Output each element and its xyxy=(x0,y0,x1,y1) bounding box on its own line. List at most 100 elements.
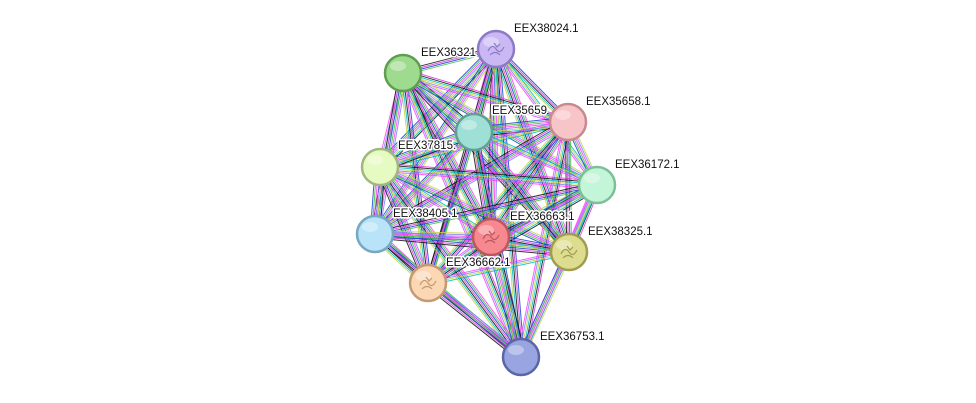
edge-evidence-line xyxy=(403,72,523,357)
edge-evidence-line xyxy=(376,45,493,164)
edge-evidence-line xyxy=(427,121,569,284)
edge-evidence-line xyxy=(487,237,519,358)
node-eex36663-1[interactable] xyxy=(471,217,511,257)
edge-evidence-line xyxy=(379,168,597,188)
edge-n4-n6[interactable] xyxy=(472,129,599,188)
edge-n8-n11[interactable] xyxy=(485,235,527,359)
edge-evidence-line xyxy=(374,182,597,233)
node-circle[interactable] xyxy=(501,337,541,377)
edge-n2-n10[interactable] xyxy=(399,72,432,284)
edge-evidence-line xyxy=(381,163,571,250)
edge-evidence-line xyxy=(376,133,477,237)
edge-evidence-line xyxy=(492,236,524,357)
node-circle[interactable] xyxy=(577,165,617,205)
edge-evidence-line xyxy=(380,165,598,185)
node-circle[interactable] xyxy=(360,147,400,187)
edge-evidence-line xyxy=(374,234,569,254)
edge-evidence-line xyxy=(524,122,573,358)
node-eex38024-1[interactable] xyxy=(476,29,516,69)
edge-n4-n10[interactable] xyxy=(425,131,477,284)
node-circle[interactable] xyxy=(454,112,494,152)
node-label: EEX36753.1 xyxy=(540,331,605,343)
node-eex36662-1[interactable] xyxy=(408,263,448,303)
edge-evidence-line xyxy=(400,73,427,284)
node-circle[interactable] xyxy=(355,214,395,254)
edge-evidence-line xyxy=(380,164,598,184)
edge-evidence-line xyxy=(381,164,493,236)
edge-n4-n9[interactable] xyxy=(469,128,574,256)
edge-evidence-line xyxy=(404,72,431,283)
edge-evidence-line xyxy=(379,167,597,187)
node-eex36172-1[interactable] xyxy=(577,165,617,205)
node-eex36753-1[interactable] xyxy=(501,337,541,377)
node-highlight xyxy=(390,61,406,71)
edge-evidence-line xyxy=(372,129,473,233)
labels-layer: EEX38024.1EEX36321EEX35658.1EEX35659EEX3… xyxy=(392,22,682,345)
node-eex38325-1[interactable] xyxy=(549,232,589,272)
edge-evidence-line xyxy=(425,285,519,361)
edge-evidence-line xyxy=(374,235,569,255)
edge-evidence-line xyxy=(490,236,522,358)
edge-n9-n10[interactable] xyxy=(427,249,570,286)
edge-evidence-line xyxy=(429,280,523,356)
edge-n5-n8[interactable] xyxy=(378,164,493,240)
edge-n6-n7[interactable] xyxy=(374,182,598,237)
edge-evidence-line xyxy=(474,129,599,184)
edge-evidence-line xyxy=(472,133,597,188)
node-label: EEX36172.1 xyxy=(615,159,680,171)
edge-evidence-line xyxy=(405,72,432,283)
edge-n7-n9[interactable] xyxy=(374,229,570,257)
edge-evidence-line xyxy=(493,50,596,187)
edge-evidence-line xyxy=(426,181,596,281)
edge-evidence-line xyxy=(523,253,573,359)
edge-evidence-line xyxy=(402,73,568,124)
edge-evidence-line xyxy=(378,168,490,240)
edge-evidence-line xyxy=(426,131,474,283)
edge-evidence-line xyxy=(376,231,523,356)
edge-evidence-line xyxy=(376,125,571,238)
node-eex35659[interactable] xyxy=(454,112,494,152)
edge-evidence-line xyxy=(402,72,429,284)
edge-evidence-line xyxy=(403,70,569,121)
node-label: EEX35659 xyxy=(492,105,547,117)
edges-layer xyxy=(369,45,602,361)
edge-evidence-line xyxy=(495,235,527,356)
node-label: EEX38325.1 xyxy=(588,226,653,238)
protein-structure-icon xyxy=(482,230,500,244)
edge-evidence-line xyxy=(403,71,569,122)
node-eex38405-1[interactable] xyxy=(355,214,395,254)
edge-evidence-line xyxy=(427,249,569,282)
edge-evidence-line xyxy=(425,180,595,280)
edge-evidence-line xyxy=(430,279,524,355)
edge-evidence-line xyxy=(373,130,474,234)
nodes-layer xyxy=(355,29,617,377)
node-eex36321[interactable] xyxy=(383,53,423,93)
edge-evidence-line xyxy=(426,284,520,360)
edge-evidence-line xyxy=(495,48,570,253)
edge-evidence-line xyxy=(474,130,598,185)
node-label: EEX36321 xyxy=(421,47,476,59)
protein-structure-icon xyxy=(419,276,437,290)
edge-n4-n7[interactable] xyxy=(372,129,477,237)
node-eex37815-[interactable] xyxy=(360,147,400,187)
node-circle[interactable] xyxy=(383,53,423,93)
edge-evidence-line xyxy=(429,132,477,284)
edge-n10-n11[interactable] xyxy=(425,279,524,361)
edge-evidence-line xyxy=(517,250,567,356)
node-eex35658-1[interactable] xyxy=(548,102,588,142)
edge-n7-n11[interactable] xyxy=(373,231,523,360)
edge-n5-n6[interactable] xyxy=(379,162,598,190)
node-highlight xyxy=(584,173,600,183)
edge-evidence-line xyxy=(380,162,598,182)
node-highlight xyxy=(555,110,571,120)
node-circle[interactable] xyxy=(548,102,588,142)
edge-evidence-line xyxy=(522,252,571,358)
edge-evidence-line xyxy=(488,237,520,358)
edge-evidence-line xyxy=(427,250,569,283)
edge-evidence-line xyxy=(428,253,570,286)
node-highlight xyxy=(508,345,524,355)
protein-structure-icon xyxy=(560,245,578,259)
edge-evidence-line xyxy=(427,184,598,284)
edge-evidence-line xyxy=(375,232,570,252)
